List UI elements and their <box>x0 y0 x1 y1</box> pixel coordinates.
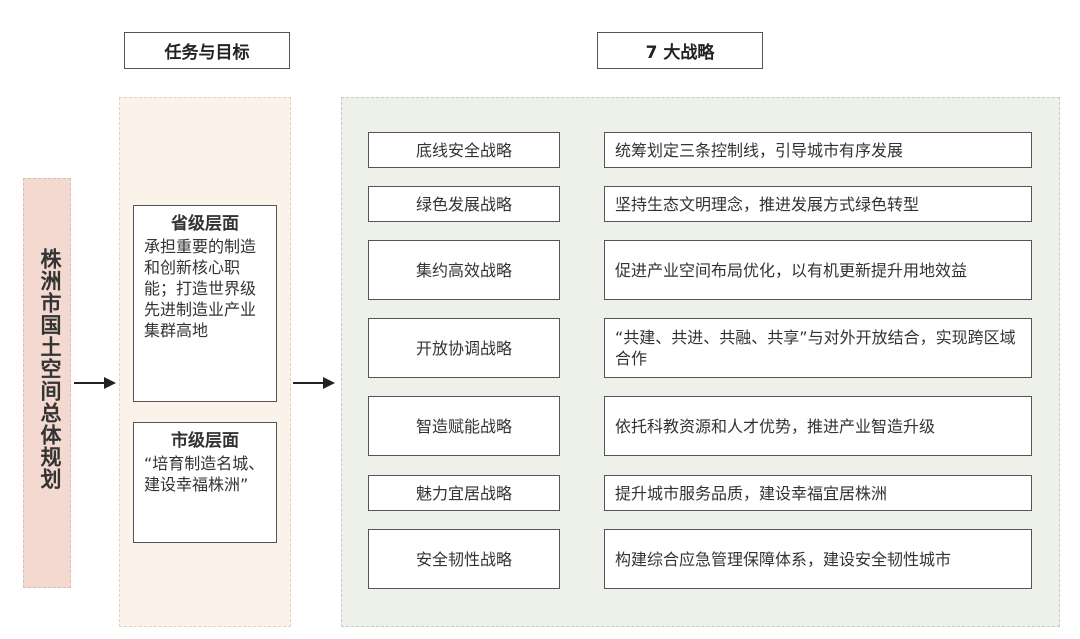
strategy-name: 集约高效战略 <box>368 240 560 300</box>
arrow-right-icon <box>74 377 116 389</box>
strategies-header: 7 大战略 <box>597 32 763 69</box>
strategy-name: 智造赋能战略 <box>368 396 560 456</box>
strategy-desc: 统筹划定三条控制线，引导城市有序发展 <box>604 132 1032 168</box>
strategy-desc: 提升城市服务品质，建设幸福宜居株洲 <box>604 475 1032 511</box>
municipal-level-text: “培育制造名城、建设幸福株洲” <box>144 454 265 494</box>
strategy-desc: “共建、共进、共融、共享”与对外开放结合，实现跨区域合作 <box>604 318 1032 378</box>
strategy-name: 开放协调战略 <box>368 318 560 378</box>
arrow-right-icon <box>293 377 335 389</box>
municipal-level-title: 市级层面 <box>171 431 239 451</box>
strategy-name: 安全韧性战略 <box>368 529 560 589</box>
strategy-desc: 促进产业空间布局优化，以有机更新提升用地效益 <box>604 240 1032 300</box>
plan-title-panel <box>23 178 71 588</box>
strategy-name: 底线安全战略 <box>368 132 560 168</box>
municipal-level-box: 市级层面 “培育制造名城、建设幸福株洲” <box>133 422 277 543</box>
plan-title: 株洲市国土空间总体规划 <box>38 248 62 490</box>
provincial-level-box: 省级层面 承担重要的制造和创新核心职能；打造世界级先进制造业产业集群高地 <box>133 205 277 402</box>
strategy-desc: 依托科教资源和人才优势，推进产业智造升级 <box>604 396 1032 456</box>
strategy-name: 绿色发展战略 <box>368 186 560 222</box>
strategy-desc: 坚持生态文明理念，推进发展方式绿色转型 <box>604 186 1032 222</box>
strategy-name: 魅力宜居战略 <box>368 475 560 511</box>
strategy-desc: 构建综合应急管理保障体系，建设安全韧性城市 <box>604 529 1032 589</box>
tasks-header: 任务与目标 <box>124 32 290 69</box>
provincial-level-title: 省级层面 <box>171 214 239 234</box>
provincial-level-text: 承担重要的制造和创新核心职能；打造世界级先进制造业产业集群高地 <box>144 237 257 340</box>
